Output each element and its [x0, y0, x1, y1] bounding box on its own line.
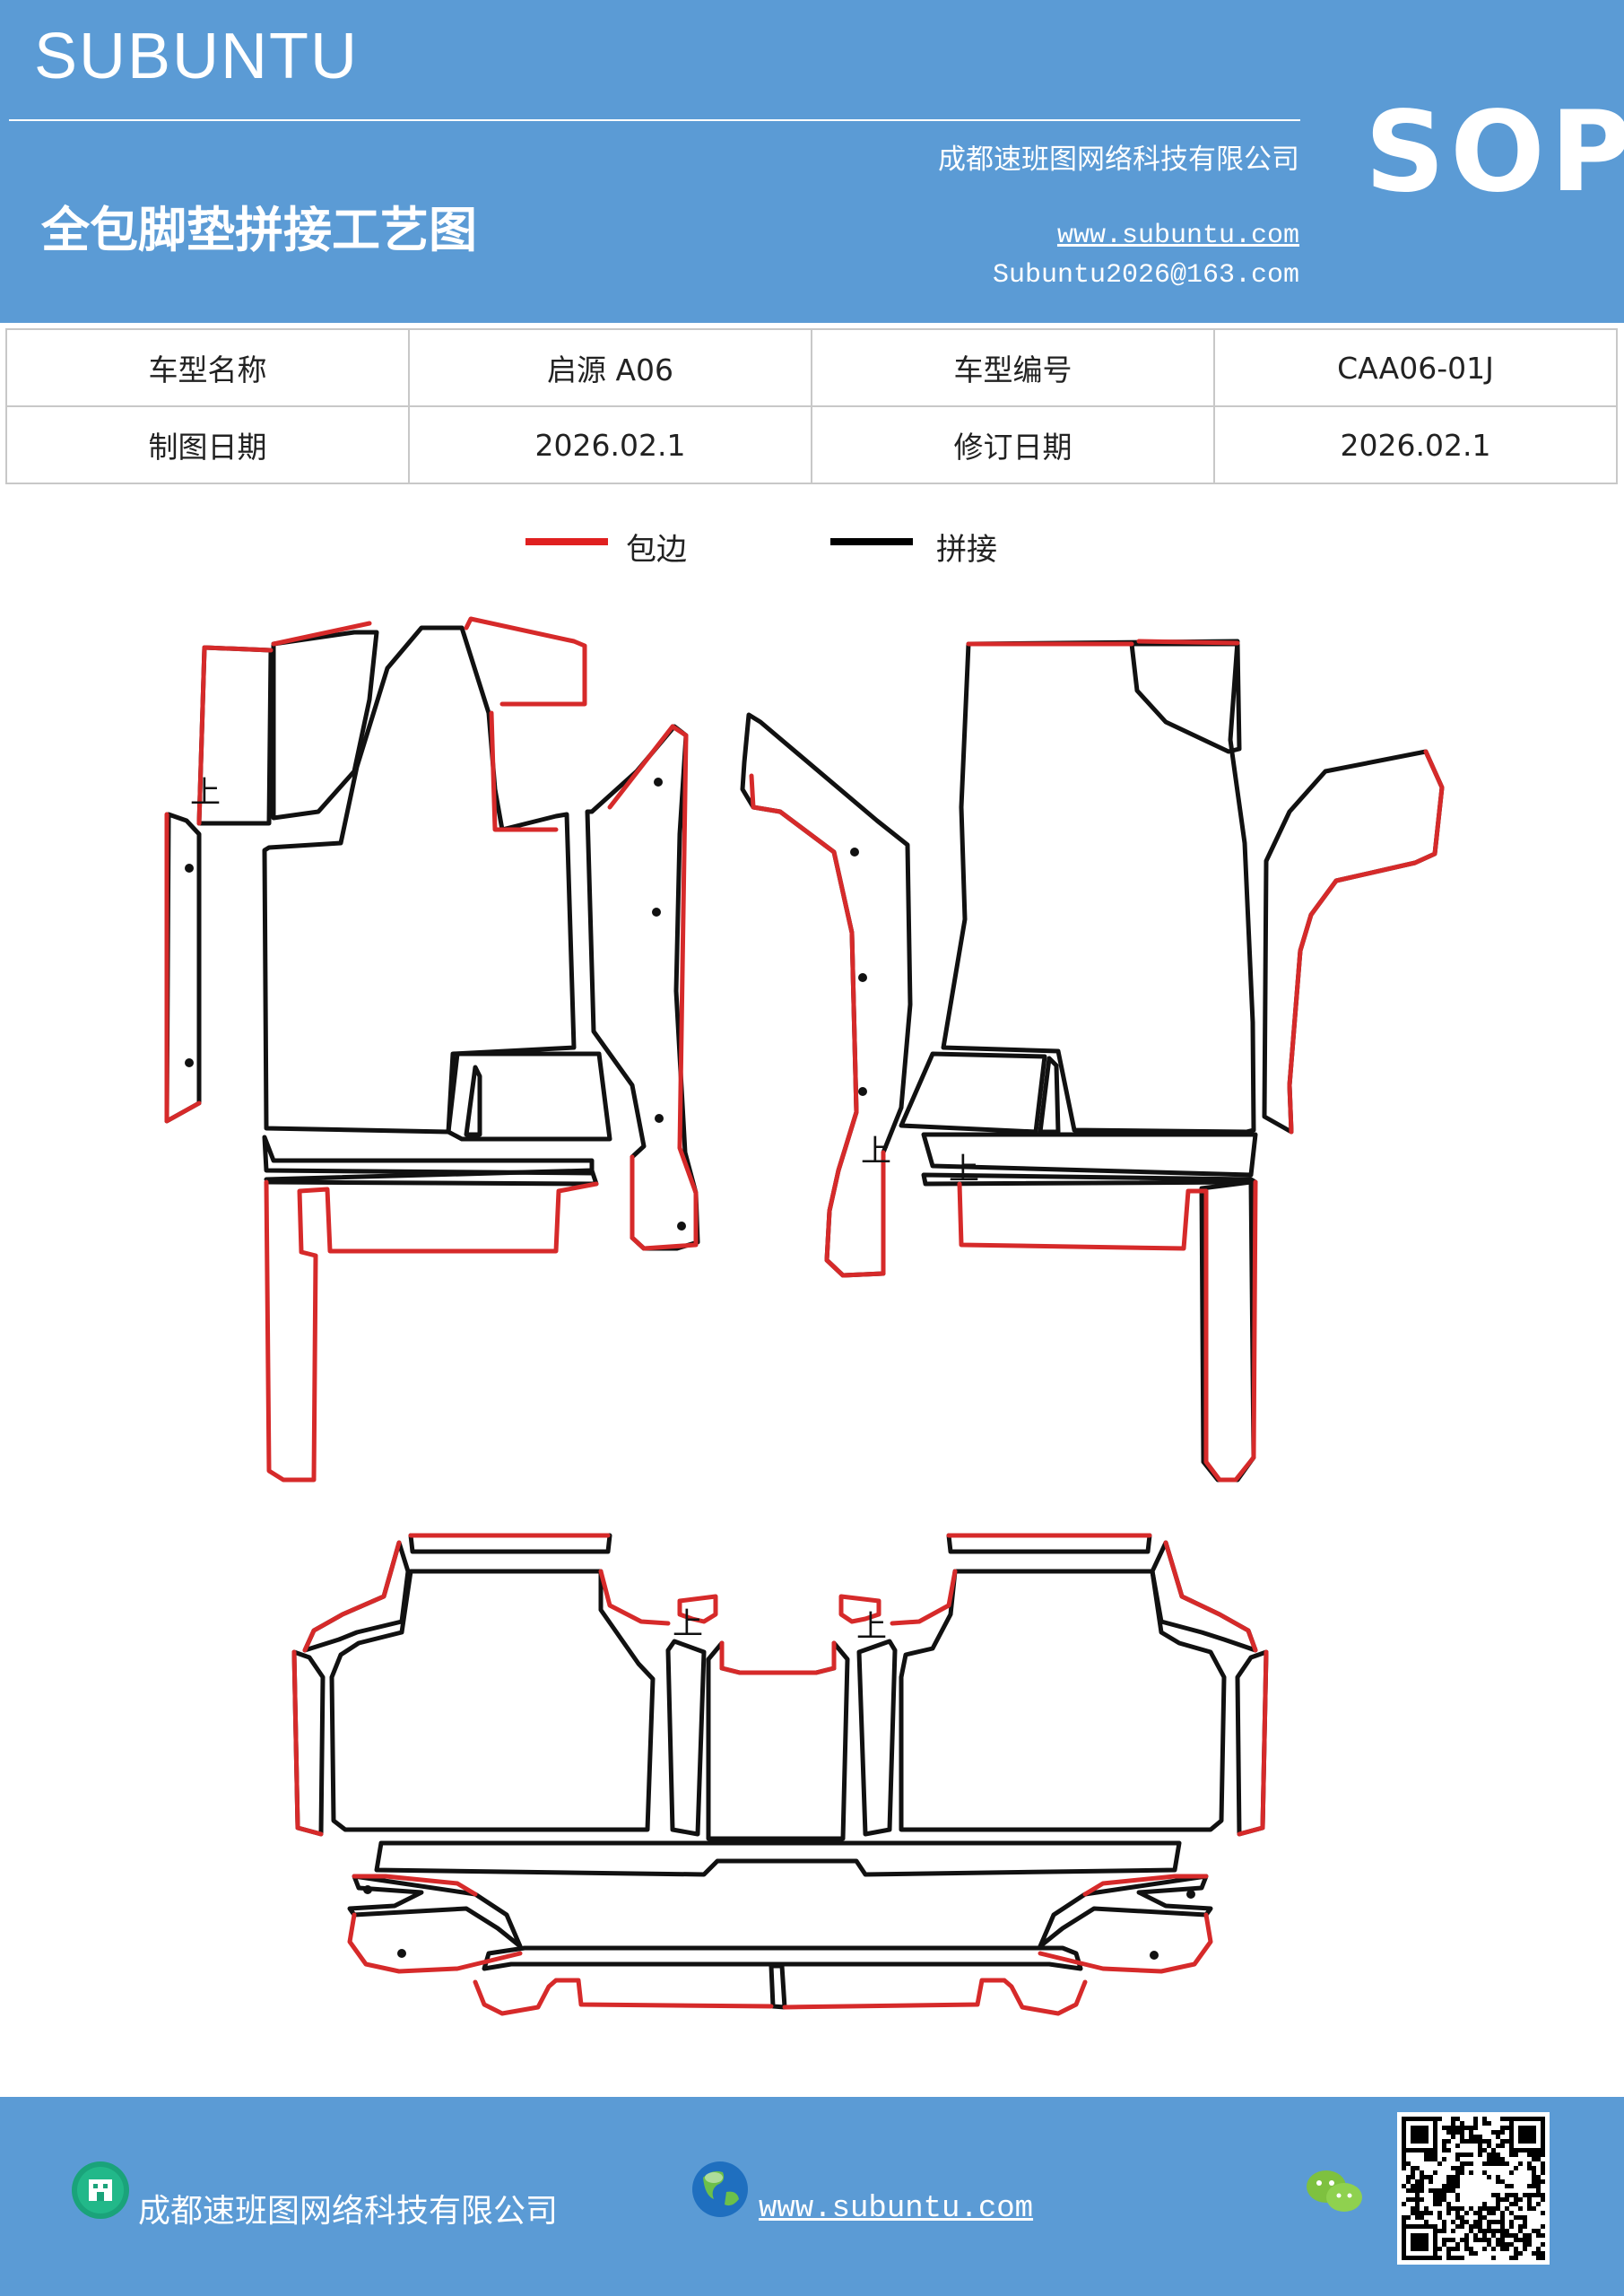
- globe-icon: [692, 2161, 748, 2217]
- revision-date-value: 2026.02.1: [1213, 405, 1618, 484]
- up-marker: 上: [856, 1609, 887, 1645]
- front-left-edges: [164, 616, 699, 1483]
- front-right-mat: [740, 639, 1445, 1483]
- info-table: 车型名称 启源 A06 车型编号 CAA06-01J 制图日期 2026.02.…: [5, 328, 1618, 484]
- rear-mat: [291, 1533, 1269, 2010]
- legend-edge-label: 包边: [626, 532, 687, 568]
- table-row: 车型名称 启源 A06 车型编号 CAA06-01J: [5, 328, 1618, 407]
- page-title: 全包脚垫拼接工艺图: [41, 201, 477, 258]
- model-code-value: CAA06-01J: [1213, 328, 1618, 407]
- sop-badge: SOP: [1365, 88, 1624, 217]
- qr-code-image: [1402, 2117, 1545, 2260]
- header-website-link[interactable]: www.subuntu.com: [1056, 221, 1299, 251]
- model-code-label: 车型编号: [811, 328, 1215, 407]
- table-row: 制图日期 2026.02.1 修订日期 2026.02.1: [5, 405, 1618, 484]
- up-marker: 上: [861, 1134, 891, 1170]
- qr-code[interactable]: [1397, 2112, 1550, 2265]
- front-right-edges: [749, 639, 1445, 1483]
- header-divider: [9, 119, 1300, 121]
- model-name-value: 启源 A06: [408, 328, 812, 407]
- header-company: 成都速班图网络科技有限公司: [938, 144, 1299, 176]
- front-left-mat: [164, 625, 700, 1251]
- wechat-icon: [1307, 2170, 1362, 2212]
- legend-seam-label: 拼接: [936, 532, 997, 568]
- floor-mat-diagram: 上 上 上 上 上: [164, 616, 1445, 2016]
- footer-company: 成都速班图网络科技有限公司: [138, 2193, 559, 2230]
- stitch-dots: [185, 778, 1195, 1960]
- header-banner: SUBUNTU 全包脚垫拼接工艺图 成都速班图网络科技有限公司 www.subu…: [0, 0, 1624, 323]
- footer-website-link[interactable]: www.subuntu.com: [759, 2192, 1034, 2226]
- draw-date-value: 2026.02.1: [408, 405, 812, 484]
- model-name-label: 车型名称: [5, 328, 410, 407]
- up-marker: 上: [190, 775, 221, 811]
- brand-name: SUBUNTU: [34, 21, 360, 92]
- legend: 包边 拼接: [0, 525, 1624, 578]
- revision-date-label: 修订日期: [811, 405, 1215, 484]
- legend-edge-swatch: [525, 538, 608, 545]
- up-marker: 上: [673, 1606, 703, 1642]
- legend-seam-swatch: [830, 538, 913, 545]
- draw-date-label: 制图日期: [5, 405, 410, 484]
- up-marker: 上: [949, 1152, 979, 1187]
- rear-edges: [291, 1533, 1269, 2016]
- building-icon: [72, 2161, 129, 2219]
- header-email: Subuntu2026@163.com: [992, 260, 1299, 291]
- footer-banner: 成都速班图网络科技有限公司 www.subuntu.com: [0, 2097, 1624, 2296]
- up-markers: 上 上 上 上 上: [190, 775, 979, 1645]
